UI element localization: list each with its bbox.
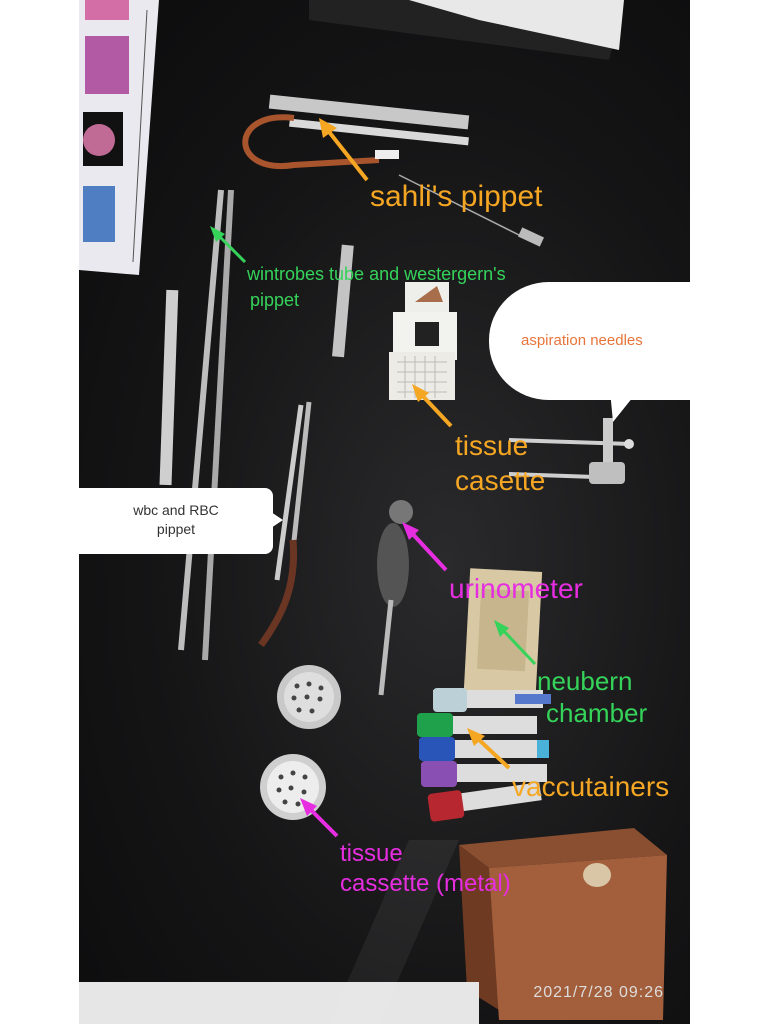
arrowhead-icon: [412, 384, 429, 402]
annotation-arrows: [210, 118, 537, 838]
wbc-rbc-label-line2: pippet: [156, 521, 196, 537]
wintrobe-label-line1: wintrobes tube and westergern's: [247, 264, 506, 284]
equipment-photo: [79, 0, 667, 1024]
slide-image: [83, 186, 115, 242]
arrow-tissue-casette: [417, 390, 453, 428]
metal-cassette-label-line2: cassette (metal): [340, 870, 511, 897]
metal-cassette-label-line1: tissue: [340, 840, 403, 867]
neubern-label-line2: chamber: [546, 698, 648, 728]
wintrobe-tube: [159, 289, 179, 486]
slide-image: [85, 36, 129, 94]
wbc-rbc-label-line1: wbc and RBC: [133, 502, 219, 518]
vacutainers: [417, 688, 551, 822]
photo-area: aspiration needles: [79, 0, 690, 1024]
aspiration-needles: [508, 418, 634, 484]
wintrobe-label-line2: pippet: [250, 290, 300, 310]
westergren-pipettes: [178, 189, 234, 661]
arrow-sahli: [324, 126, 369, 182]
vaccutainers-label: vaccutainers: [512, 771, 670, 802]
metal-tissue-cassette: [260, 665, 341, 820]
tissue-casette-label-line1: tissue: [455, 430, 529, 461]
forceps: [258, 401, 312, 648]
arrow-vaccutainers: [473, 734, 511, 770]
aspiration-label: aspiration needles: [521, 332, 643, 349]
aspiration-bubble: aspiration needles: [489, 282, 690, 400]
metal-strip: [332, 244, 354, 358]
arrowhead-icon: [319, 118, 337, 138]
sahli-pipette: [242, 94, 544, 247]
box-top: [309, 0, 624, 60]
arrow-urinometer: [407, 528, 448, 572]
photo-timestamp: 2021/7/28 09:26: [533, 984, 664, 1001]
neubern-label-line1: neubern: [537, 666, 633, 696]
plastic-tissue-cassette: [389, 282, 457, 400]
slide-image: [85, 0, 129, 20]
tissue-casette-label-line2: casette: [455, 465, 546, 496]
arrow-wintrobe: [215, 232, 247, 264]
arrowhead-icon: [210, 226, 225, 242]
arrowhead-icon: [494, 620, 509, 637]
sahli-label: sahli's pippet: [370, 180, 543, 213]
arrowhead-icon: [467, 728, 485, 746]
wbc-rbc-bubble: wbc and RBC pippet: [79, 488, 273, 554]
urinometer-label: urinometer: [449, 573, 583, 604]
arrowhead-icon: [300, 798, 317, 816]
slide-chart: [79, 0, 159, 275]
arrowhead-icon: [402, 522, 419, 540]
wbc-bubble-tail: [271, 512, 283, 528]
brown-box: [459, 828, 667, 1020]
arrow-neubern: [499, 626, 537, 666]
urinometer: [377, 500, 413, 696]
tray: [79, 982, 479, 1024]
